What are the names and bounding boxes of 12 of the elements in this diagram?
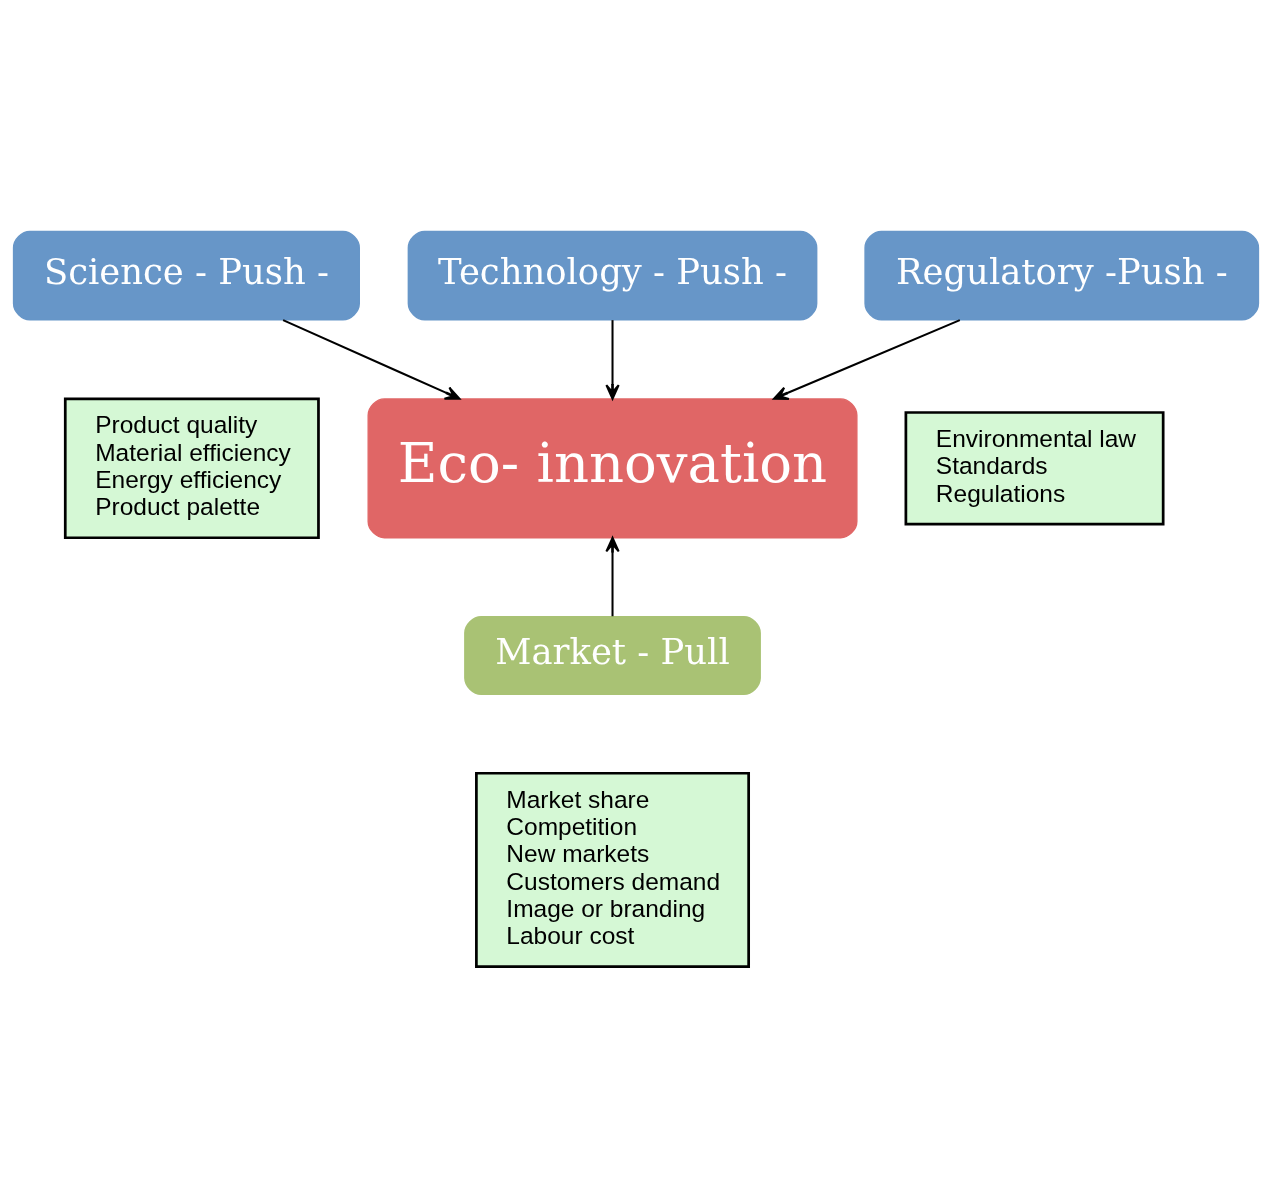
arrow: [605, 320, 620, 400]
node-box: Environmental law Standards Regulations: [904, 411, 1165, 526]
node-box: Science - Push -: [12, 230, 360, 321]
node-box: Market - Pull: [464, 616, 761, 695]
arrow: [772, 319, 961, 401]
node-box: Eco- innovation: [367, 398, 858, 539]
arrow: [282, 319, 461, 400]
node-box: Regulatory -Push -: [864, 230, 1260, 321]
arrow: [605, 536, 620, 617]
node-box: Technology - Push -: [407, 230, 818, 321]
node-box: Market share Competition New markets Customers demand Image or branding Labour cost: [475, 771, 750, 968]
node-box: Product quality Material efficiency Energy efficiency Product palette: [63, 397, 320, 540]
